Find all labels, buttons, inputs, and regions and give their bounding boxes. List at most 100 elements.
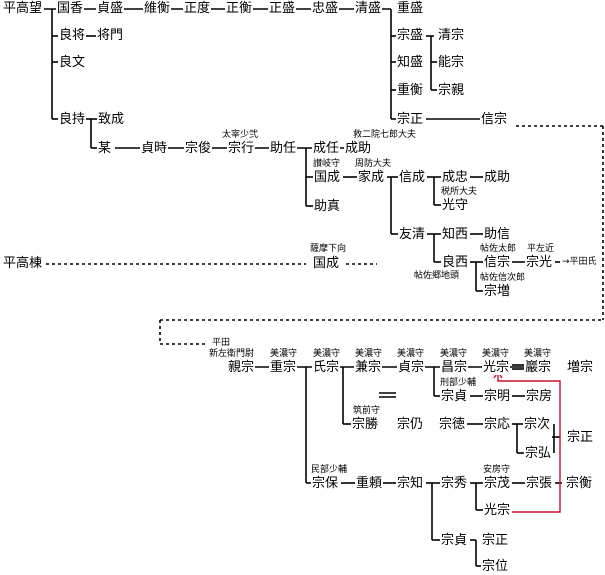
person-node: 宗正 — [396, 112, 425, 127]
person-node: 宗増 — [483, 284, 512, 299]
person-node: 平高棟 — [2, 256, 44, 271]
person-node: 宗正 — [481, 533, 510, 548]
person-node: 知盛 — [396, 55, 425, 70]
person-node: 重盛 — [396, 1, 425, 16]
title-label: 美濃守 — [440, 349, 468, 359]
title-label: 平左近 — [527, 244, 555, 254]
person-node: 助任 — [269, 141, 298, 156]
person-node: 宗保 — [311, 476, 340, 491]
person-node: 良西 — [441, 255, 470, 270]
person-node: 信宗 — [483, 255, 512, 270]
person-node: 致成 — [97, 112, 126, 127]
person-node: 宗応 — [483, 417, 512, 432]
title-label: 帖佐太郎 — [480, 244, 517, 254]
person-node: 良将 — [58, 28, 87, 43]
person-node: 某 — [97, 141, 113, 156]
title-label: 筑前守 — [353, 406, 381, 416]
title-label: 新左衛門尉 — [209, 349, 255, 359]
person-node: 貞宗 — [397, 360, 426, 375]
person-node: 正盛 — [268, 1, 297, 16]
title-label: 太宰少弐 — [222, 130, 259, 140]
person-node: 宗貞 — [440, 533, 469, 548]
person-node: 忠盛 — [311, 1, 340, 16]
person-node: 家成 — [357, 170, 386, 185]
person-node: 宗徳 — [438, 417, 467, 432]
title-label: 救二院七郎大夫 — [353, 130, 417, 140]
person-node: 宗房 — [525, 389, 554, 404]
person-node: 能宗 — [437, 55, 466, 70]
person-node: 宗衡 — [565, 476, 594, 491]
title-label: 安房守 — [483, 465, 511, 475]
person-node: 宗茂 — [483, 476, 512, 491]
person-node: 国香 — [56, 1, 85, 16]
person-node: 成忠 — [441, 170, 470, 185]
title-label: 美濃守 — [355, 349, 383, 359]
title-label: 美濃守 — [397, 349, 425, 359]
person-node: 信宗 — [480, 112, 509, 127]
person-node: 宗次 — [523, 417, 552, 432]
person-node: 昌宗 — [440, 360, 469, 375]
person-node: 維衡 — [143, 1, 172, 16]
person-node: 宗貞 — [440, 389, 469, 404]
person-node: 巖宗 — [524, 360, 553, 375]
person-node: 光宗 — [482, 360, 511, 375]
person-node: 宗光 — [525, 255, 554, 270]
title-label: 薩摩下向 — [310, 244, 347, 254]
person-node: 増宗 — [566, 360, 595, 375]
person-node: 宗知 — [396, 476, 425, 491]
person-node: 貞時 — [140, 141, 169, 156]
person-node: 信成 — [398, 170, 427, 185]
person-node: 宗秀 — [440, 476, 469, 491]
person-node: 光守 — [441, 198, 470, 213]
person-node: 正度 — [183, 1, 212, 16]
person-node: 兼宗 — [354, 360, 383, 375]
person-node: 助真 — [313, 199, 342, 214]
person-node: 清盛 — [354, 1, 383, 16]
person-node: 将門 — [96, 28, 125, 43]
person-node: 助信 — [483, 227, 512, 242]
person-node: 宗行 — [227, 141, 256, 156]
title-label: 讃岐守 — [313, 159, 341, 169]
title-label: 税所大夫 — [441, 187, 478, 197]
person-node: 宗盛 — [396, 28, 425, 43]
person-node: 友清 — [398, 227, 427, 242]
title-label: 美濃守 — [482, 349, 510, 359]
person-node: 国成 — [313, 170, 342, 185]
person-node: 成助 — [483, 170, 512, 185]
person-node: 宗正 — [566, 430, 595, 445]
title-label: 民部少輔 — [311, 465, 348, 475]
person-node: 宗親 — [437, 83, 466, 98]
person-node: 宗弘 — [524, 446, 553, 461]
title-label: →平田氏 — [562, 257, 597, 267]
person-node: 良持 — [58, 112, 87, 127]
person-node: 重頼 — [355, 476, 384, 491]
person-node: 成助 — [344, 141, 373, 156]
person-node: 平高望 — [2, 1, 44, 16]
title-label: 帖佐郷地頭 — [414, 271, 460, 281]
person-node: 正衡 — [225, 1, 254, 16]
person-node: 親宗 — [227, 360, 256, 375]
title-label: 美濃守 — [524, 349, 552, 359]
person-node: 貞盛 — [96, 1, 125, 16]
person-node: 宗勝 — [351, 417, 380, 432]
person-node: 氏宗 — [312, 360, 341, 375]
person-node: 国成 — [312, 256, 341, 271]
person-node: 宗張 — [525, 476, 554, 491]
person-node: 清宗 — [437, 28, 466, 43]
person-node: 重衡 — [396, 83, 425, 98]
title-label: 美濃守 — [270, 349, 298, 359]
title-label: 美濃守 — [313, 349, 341, 359]
person-node: 光宗 — [483, 503, 512, 518]
person-node: 宗仍 — [396, 417, 425, 432]
title-label: 刑部少輔 — [440, 378, 477, 388]
title-label: 平田 — [212, 338, 231, 348]
person-node: 良文 — [58, 55, 87, 70]
person-node: 成任 — [312, 141, 341, 156]
person-node: 宗俊 — [184, 141, 213, 156]
person-node: 知西 — [441, 227, 470, 242]
title-label: 周防大夫 — [355, 159, 392, 169]
person-node: 宗明 — [483, 389, 512, 404]
title-label: 帖佐信次郎 — [480, 273, 526, 283]
